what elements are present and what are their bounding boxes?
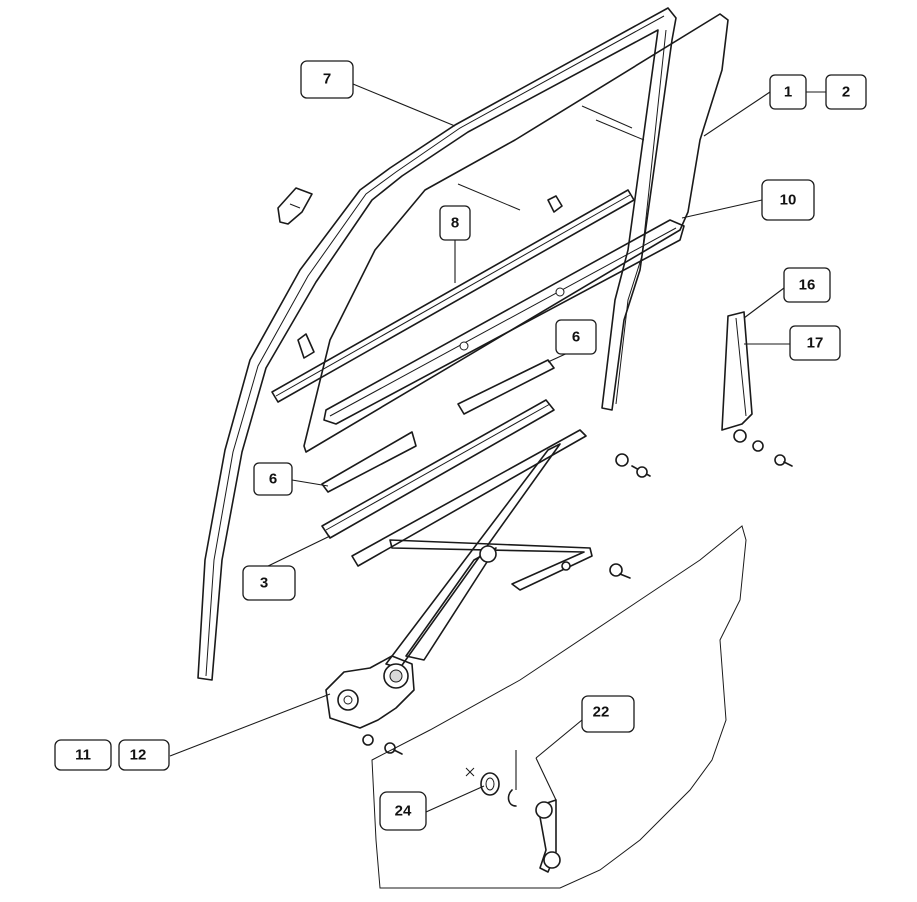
callout-22-label: 22 (593, 704, 610, 721)
callout-7-label: 7 (323, 71, 331, 88)
part-glass-channel (323, 219, 685, 425)
callout-10: 10 (761, 179, 815, 221)
part-inner-weatherstrip (271, 189, 635, 403)
part-regulator-gear-assembly (325, 655, 415, 729)
callout-12: 12 (118, 739, 170, 771)
callout-7: 7 (300, 60, 354, 99)
callout-6-lower-label: 6 (269, 471, 277, 488)
callout-22: 22 (581, 695, 635, 733)
part-clip-small (297, 195, 563, 359)
part-rear-guide-channel (721, 311, 753, 443)
callout-6-upper-label: 6 (572, 329, 580, 346)
leader-lines (169, 83, 826, 813)
callout-12-label: 12 (130, 747, 147, 764)
part-bezel (465, 767, 500, 796)
part-lift-channel (321, 399, 555, 539)
part-window-crank (507, 789, 561, 873)
callout-6-lower: 6 (253, 462, 293, 496)
part-regulator (351, 429, 593, 669)
callout-8-label: 8 (451, 215, 459, 232)
part-clip (277, 187, 313, 225)
callout-1: 1 (769, 74, 807, 110)
part-door-glass (303, 13, 729, 453)
callout-8: 8 (439, 205, 471, 241)
callout-16-label: 16 (799, 277, 816, 294)
callout-11: 11 (54, 739, 112, 771)
part-door-frame-channel (197, 7, 677, 681)
part-guide-strip-lower (321, 431, 417, 493)
callout-3-label: 3 (260, 575, 268, 592)
callout-17-label: 17 (807, 335, 824, 352)
callout-17: 17 (789, 325, 841, 361)
callout-10-label: 10 (780, 192, 797, 209)
callout-1-label: 1 (784, 84, 792, 101)
part-guide-strip-upper (457, 359, 555, 415)
part-fasteners (362, 440, 793, 755)
callout-2: 2 (825, 74, 867, 110)
callout-3: 3 (242, 565, 296, 601)
callout-11-label: 11 (75, 747, 91, 764)
callout-16: 16 (783, 267, 831, 303)
callout-24-label: 24 (395, 803, 412, 820)
callout-6-upper: 6 (555, 319, 597, 355)
part-door-trim-panel (371, 525, 747, 889)
callout-2-label: 2 (842, 84, 850, 101)
callout-24: 24 (379, 791, 427, 831)
